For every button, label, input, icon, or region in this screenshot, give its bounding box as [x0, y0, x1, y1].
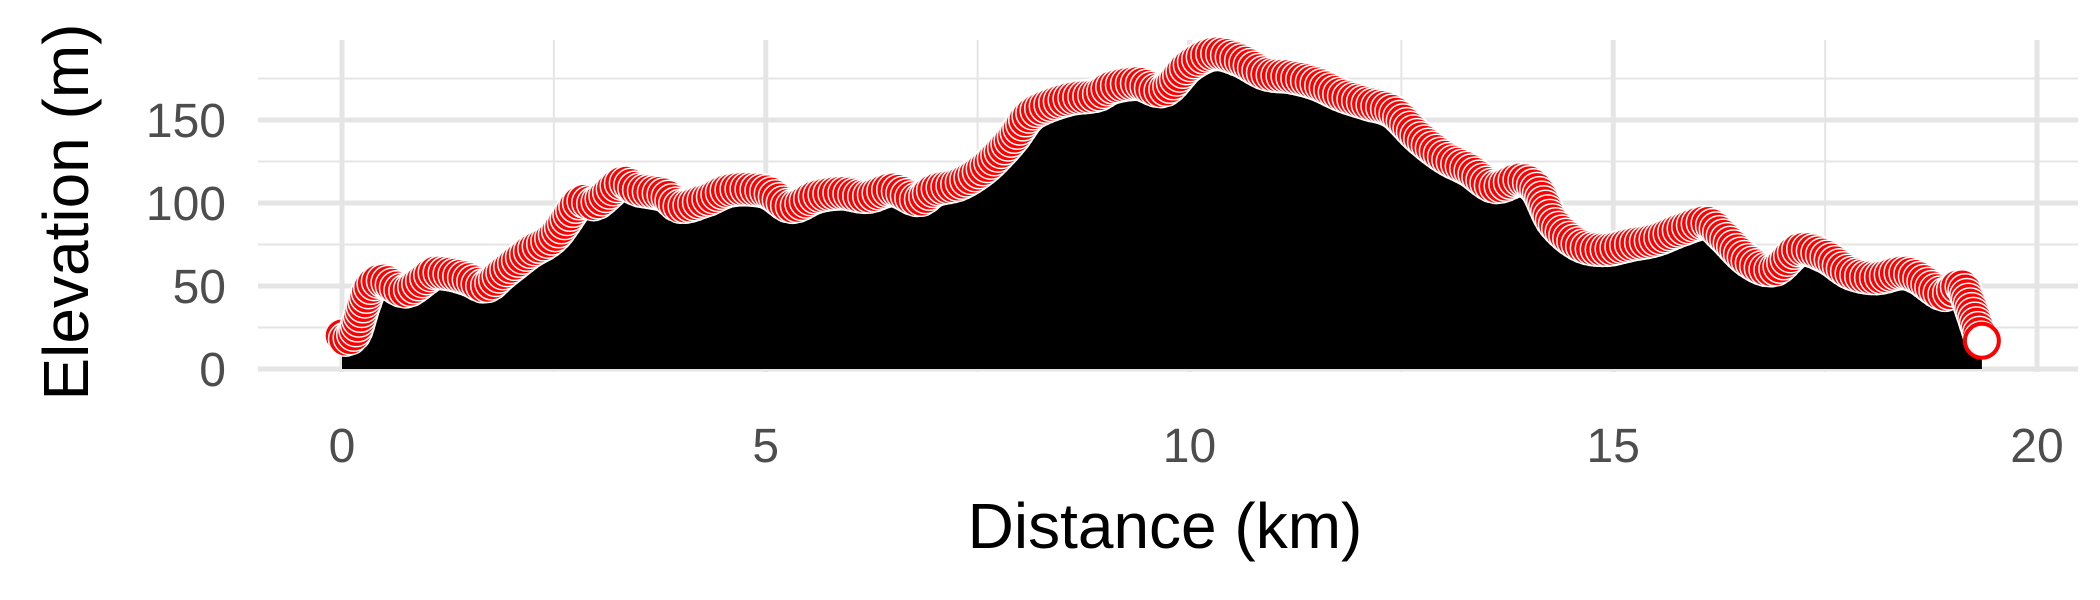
y-axis-title: Elevation (m)	[30, 24, 102, 401]
x-tick-label: 20	[2010, 420, 2063, 473]
x-axis-title: Distance (km)	[968, 490, 1363, 562]
x-tick-label: 15	[1587, 420, 1640, 473]
elevation-area-fill	[342, 53, 1982, 370]
y-tick-label: 100	[146, 178, 226, 231]
y-tick-label: 0	[199, 344, 226, 397]
y-tick-label: 50	[173, 261, 226, 314]
x-tick-label: 0	[329, 420, 356, 473]
y-axis-ticks: 0 50 100 150	[146, 95, 226, 397]
elevation-area	[342, 53, 1982, 370]
y-tick-label: 150	[146, 95, 226, 148]
x-tick-label: 5	[752, 420, 779, 473]
elevation-end-point	[1962, 321, 2001, 360]
x-tick-label: 10	[1163, 420, 1216, 473]
x-axis-ticks: 0 5 10 15 20	[329, 420, 2064, 473]
elevation-points	[324, 35, 2001, 360]
